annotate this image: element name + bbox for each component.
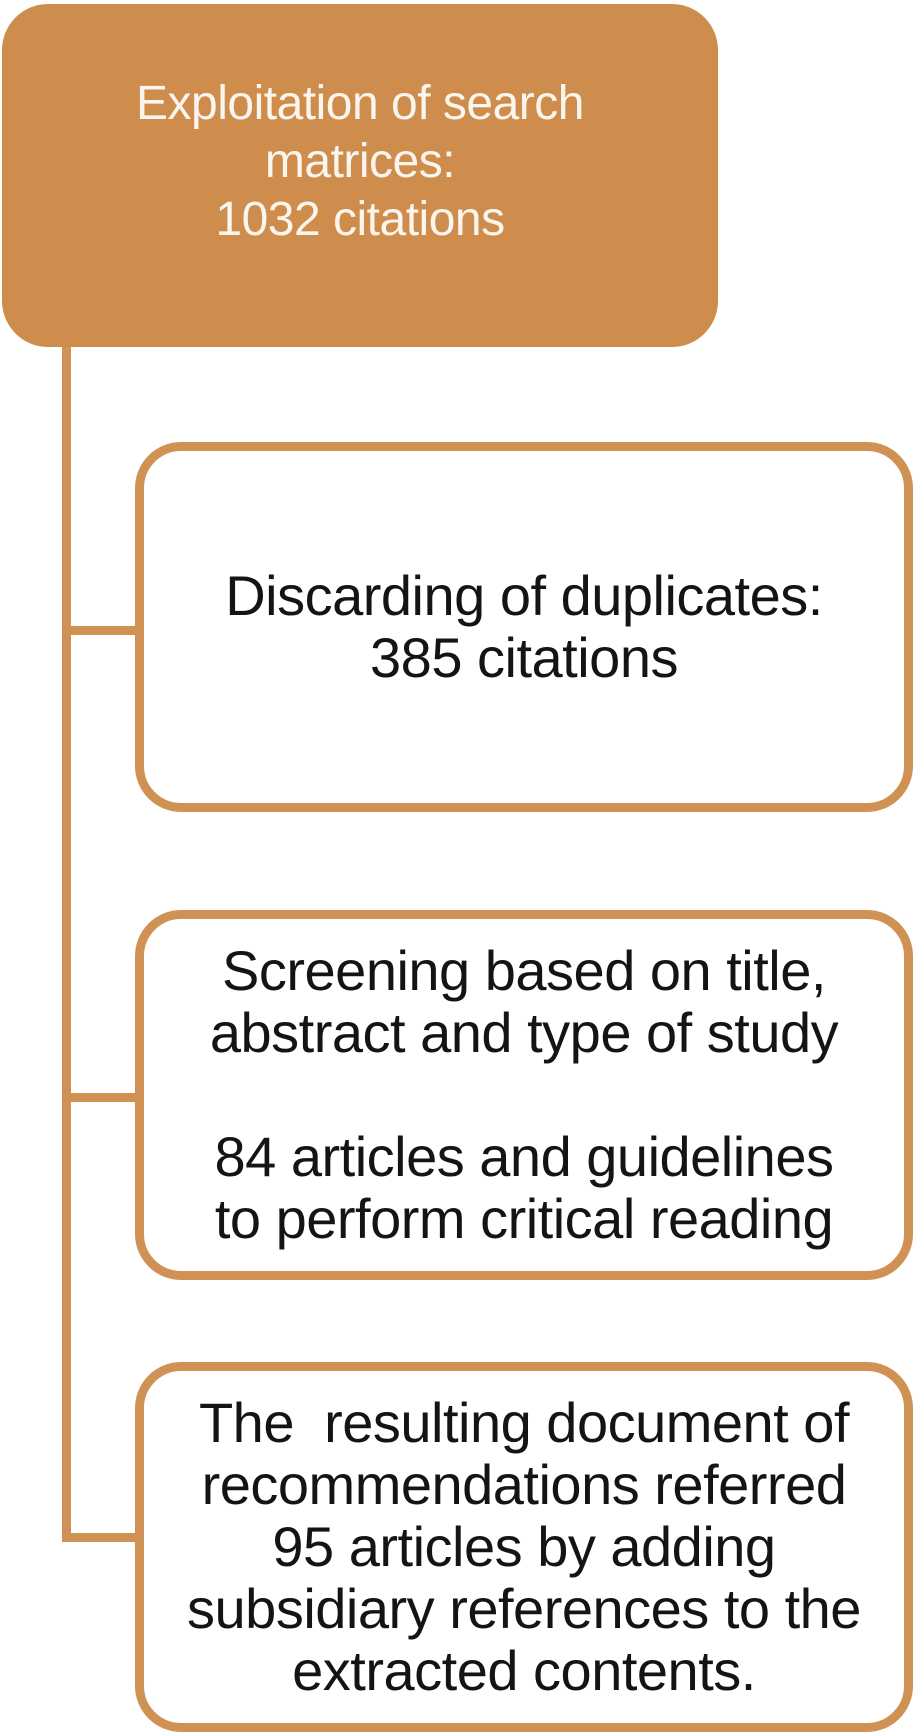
flow-node-step-2: Screening based on title, abstract and t…	[135, 910, 913, 1280]
flow-node-step-3: The resulting document of recommendation…	[135, 1362, 913, 1732]
flow-node-step-1-label: Discarding of duplicates: 385 citations	[225, 564, 823, 689]
flow-node-root: Exploitation of search matrices: 1032 ci…	[2, 4, 718, 347]
flow-node-root-label: Exploitation of search matrices: 1032 ci…	[136, 76, 584, 246]
flow-node-step-3-label: The resulting document of recommendation…	[187, 1391, 861, 1702]
connector-branch-1	[62, 626, 142, 635]
flow-node-step-1: Discarding of duplicates: 385 citations	[135, 442, 913, 812]
connector-branch-2	[62, 1093, 142, 1102]
connector-trunk-line	[62, 347, 71, 1542]
connector-branch-3	[62, 1533, 142, 1542]
flow-node-step-2-label: Screening based on title, abstract and t…	[209, 939, 839, 1250]
